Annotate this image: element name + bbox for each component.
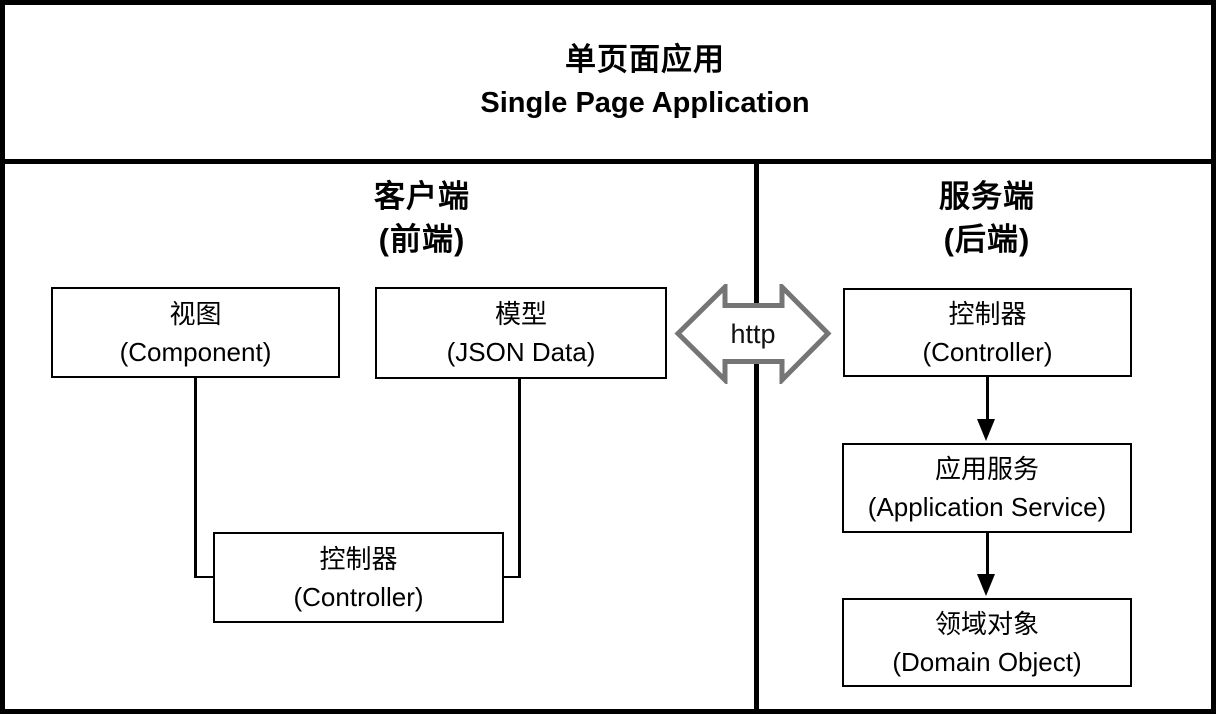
model-box-en: (JSON Data): [446, 337, 596, 367]
connector-view-to-controller-horizontal: [194, 575, 215, 578]
http-double-arrow: http: [674, 284, 832, 384]
connector-appservice-to-domain-line: [986, 533, 989, 576]
diagram-title: 单页面应用 Single Page Application: [480, 37, 809, 123]
arrowhead-controller-to-appservice: [977, 419, 995, 441]
server-controller-zh: 控制器: [948, 298, 1027, 329]
title-zh: 单页面应用: [564, 42, 725, 77]
title-en: Single Page Application: [480, 87, 810, 119]
arrowhead-appservice-to-domain: [977, 574, 995, 596]
app-service-en: (Application Service): [867, 492, 1107, 522]
view-component-box: 视图 (Component): [51, 287, 340, 378]
connector-controller-to-appservice-line: [986, 377, 989, 421]
server-header-zh: 服务端: [939, 179, 1035, 214]
connector-model-to-controller-horizontal: [503, 575, 521, 578]
server-controller-box: 控制器 (Controller): [843, 288, 1132, 377]
domain-object-zh: 领域对象: [934, 608, 1039, 639]
application-service-box: 应用服务 (Application Service): [842, 443, 1132, 533]
client-header-en: (前端): [378, 222, 466, 257]
client-controller-zh: 控制器: [319, 543, 398, 574]
server-panel-header: 服务端 (后端): [939, 175, 1035, 261]
title-divider-line: [5, 159, 1211, 164]
http-double-arrow-shape: [674, 284, 832, 384]
model-box-zh: 模型: [494, 299, 547, 329]
client-header-zh: 客户端: [374, 179, 470, 214]
model-json-data-box: 模型 (JSON Data): [375, 287, 667, 379]
client-controller-box: 控制器 (Controller): [213, 532, 504, 623]
connector-model-to-controller-vertical: [518, 379, 521, 578]
view-box-zh: 视图: [169, 298, 222, 329]
client-controller-en: (Controller): [293, 581, 424, 612]
client-panel-header: 客户端 (前端): [374, 175, 470, 261]
domain-object-box: 领域对象 (Domain Object): [842, 598, 1132, 687]
view-box-en: (Component): [119, 336, 272, 367]
domain-object-en: (Domain Object): [892, 646, 1082, 677]
app-service-zh: 应用服务: [934, 454, 1039, 484]
client-server-divider-line: [754, 159, 759, 709]
connector-view-to-controller-vertical: [194, 377, 197, 578]
http-label: http: [730, 319, 775, 349]
server-controller-en: (Controller): [922, 336, 1053, 367]
server-header-en: (后端): [943, 222, 1031, 257]
